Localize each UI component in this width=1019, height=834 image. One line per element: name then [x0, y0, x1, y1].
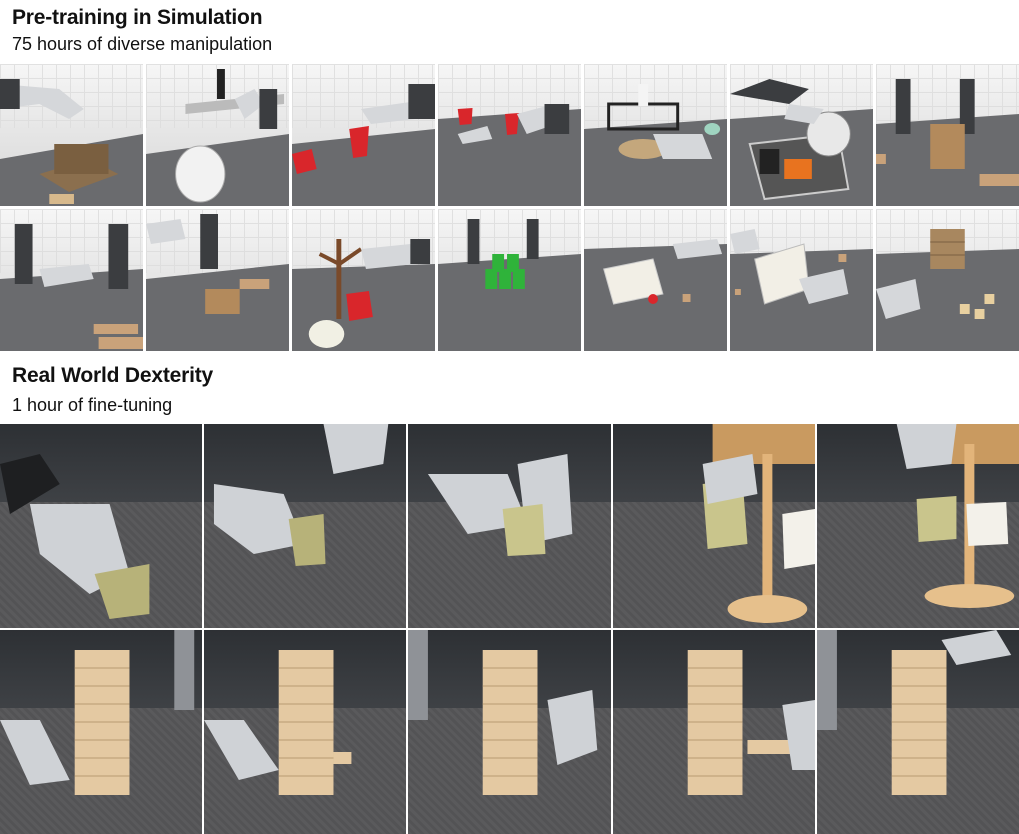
sim-frame-open-drawer [730, 209, 873, 351]
sim-frame-cup-stack [438, 64, 581, 206]
simulation-subtitle: 75 hours of diverse manipulation [12, 34, 273, 54]
real-world-image-grid [0, 424, 1019, 834]
sim-frame-drawer-red-ball [584, 209, 727, 351]
real-frame-jenga-5 [816, 630, 1019, 834]
sim-frame-dresser-blocks [876, 209, 1019, 351]
simulation-image-grid [0, 64, 1019, 352]
real-frame-mug-hang-1 [612, 424, 815, 628]
real-frame-cup-grasp-2 [204, 424, 407, 628]
real-frame-cup-grasp-1 [0, 424, 203, 628]
sim-frame-blocks-box [0, 64, 143, 206]
sim-frame-bottle-bin [146, 64, 289, 206]
sim-frame-arm-blocks [0, 209, 143, 351]
sim-frame-plate-rack [730, 64, 873, 206]
real-frame-jenga-4 [612, 630, 815, 834]
real-frame-jenga-3 [408, 630, 611, 834]
sim-frame-green-cups [438, 209, 581, 351]
sim-frame-mug-tree [292, 209, 435, 351]
real-frame-mug-hang-2 [816, 424, 1019, 628]
sim-frame-dish-rack [584, 64, 727, 206]
sim-frame-block-tower [876, 64, 1019, 206]
real-frame-jenga-1 [0, 630, 203, 834]
real-frame-jenga-2 [204, 630, 407, 834]
simulation-title: Pre-training in Simulation [12, 6, 263, 29]
sim-frame-red-cups [292, 64, 435, 206]
real-world-title: Real World Dexterity [12, 364, 214, 387]
sim-frame-block-pile [146, 209, 289, 351]
real-frame-cup-grasp-3 [408, 424, 611, 628]
real-world-subtitle: 1 hour of fine-tuning [12, 395, 173, 415]
